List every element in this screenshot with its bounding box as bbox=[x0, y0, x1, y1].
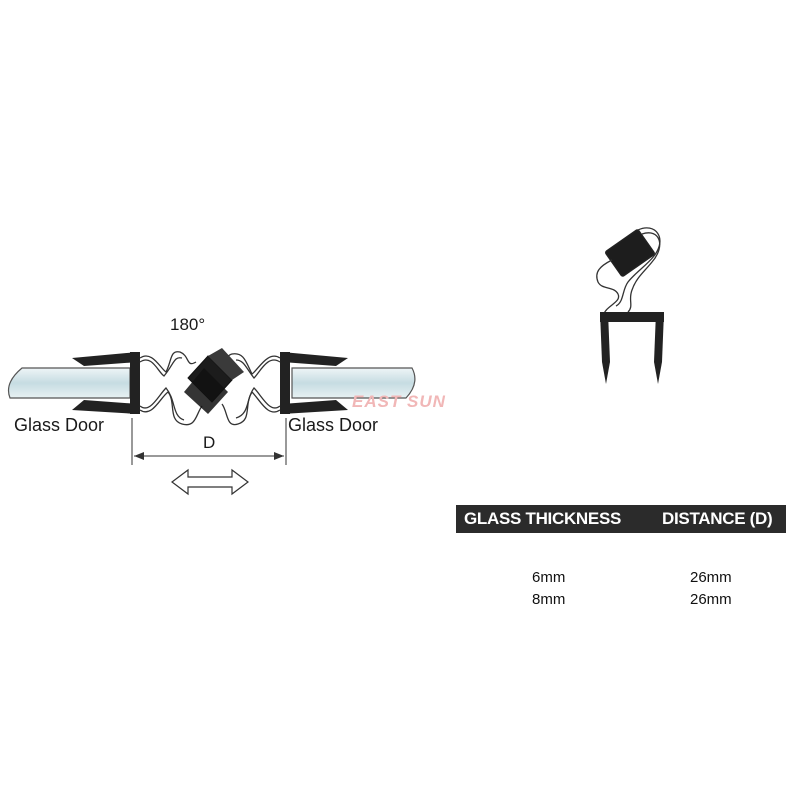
right-clamp-profile bbox=[280, 352, 348, 414]
cell-distance: 26mm bbox=[690, 569, 732, 586]
cell-thickness: 8mm bbox=[532, 591, 566, 608]
header-glass-thickness: GLASS THICKNESS bbox=[464, 509, 622, 528]
single-seal-profile bbox=[596, 227, 664, 384]
cell-distance: 26mm bbox=[690, 591, 732, 608]
spec-table: GLASS THICKNESS DISTANCE (D) 6mm 26mm 8m… bbox=[456, 505, 786, 608]
table-header: GLASS THICKNESS DISTANCE (D) bbox=[456, 505, 786, 533]
dimension-d bbox=[131, 418, 287, 465]
table-row: 6mm 26mm bbox=[456, 569, 786, 591]
watermark-text: EAST SUN bbox=[352, 392, 446, 411]
dimension-label: D bbox=[203, 433, 215, 452]
left-glass-door-label: Glass Door bbox=[14, 415, 104, 435]
left-flexible-seal bbox=[139, 351, 203, 426]
header-distance: DISTANCE (D) bbox=[662, 509, 773, 528]
angle-label: 180° bbox=[170, 315, 205, 334]
left-clamp-profile bbox=[72, 352, 140, 414]
right-glass-door-label: Glass Door bbox=[288, 415, 378, 435]
right-glass-panel bbox=[291, 367, 416, 399]
double-arrow-icon bbox=[171, 468, 249, 496]
left-glass-panel bbox=[7, 367, 131, 399]
cell-thickness: 6mm bbox=[532, 569, 566, 586]
table-row: 8mm 26mm bbox=[456, 591, 786, 613]
center-magnet-pair bbox=[184, 348, 244, 414]
